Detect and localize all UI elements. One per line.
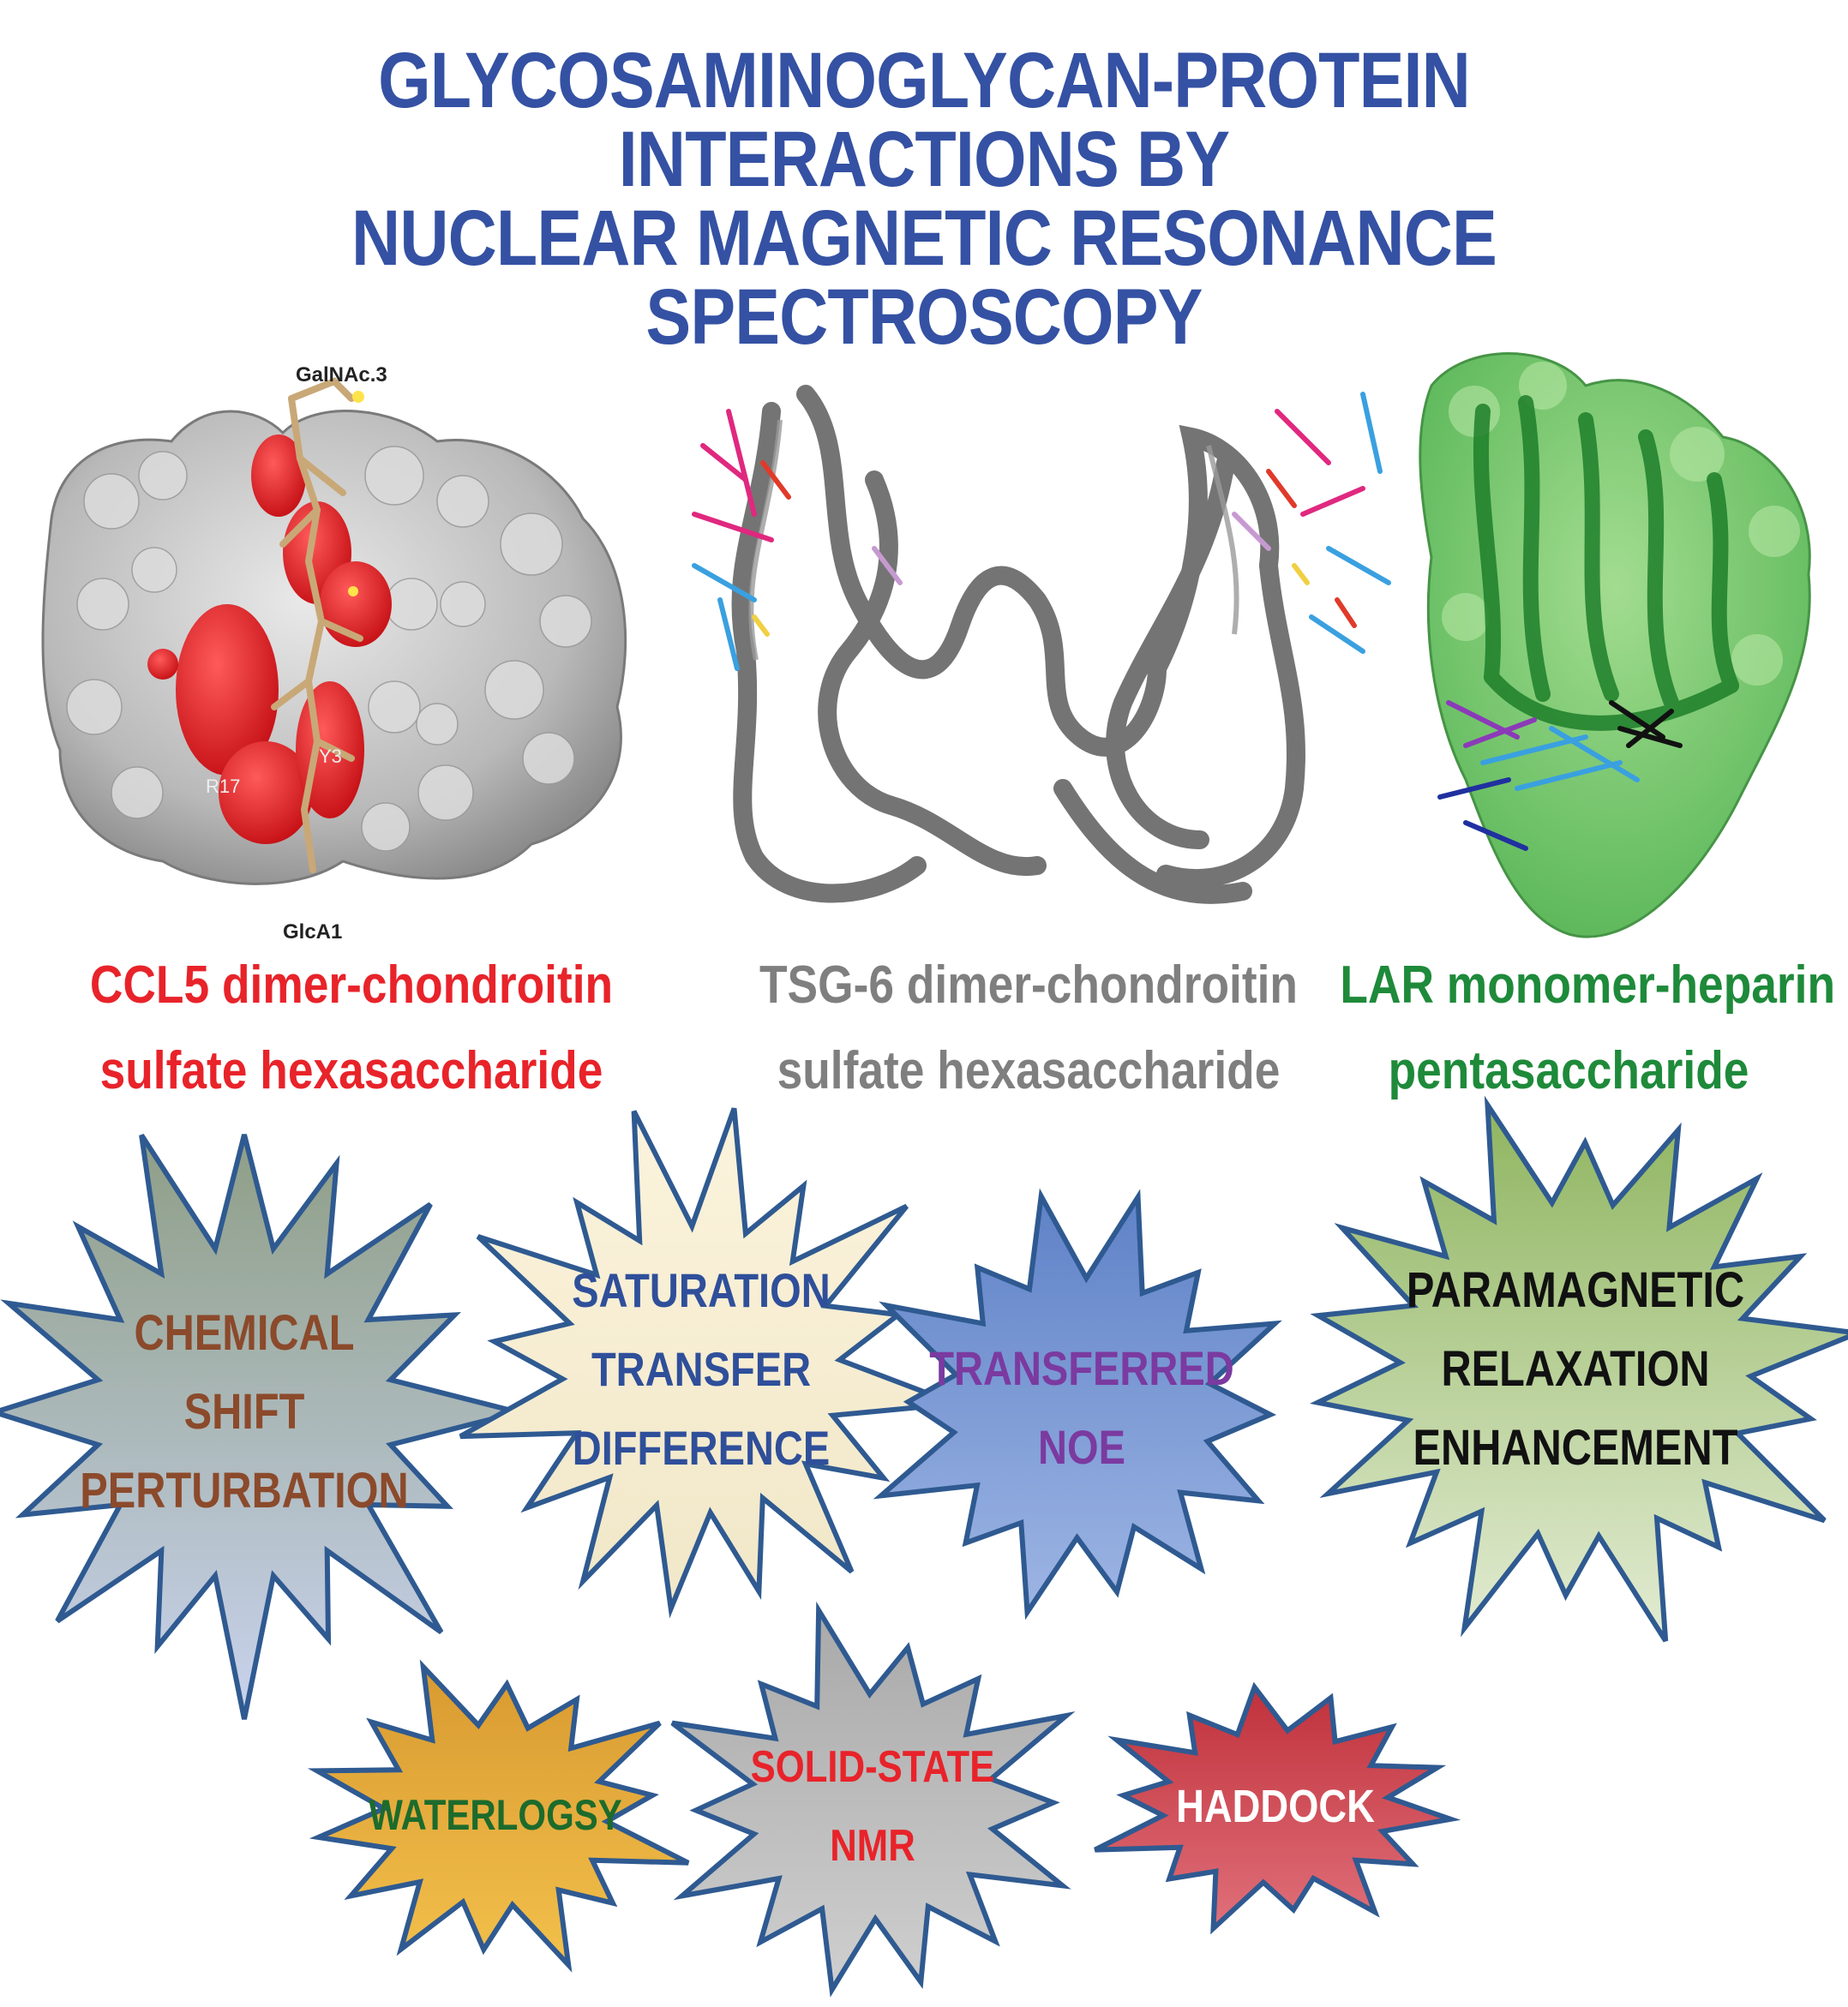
lar-structure-image [1419, 352, 1811, 938]
method-label-5: SOLID-STATE NMR [751, 1728, 995, 1885]
label-y3: Y3 [319, 746, 342, 767]
caption-tsg6: TSG-6 dimer-chondroitin sulfate hexasacc… [748, 943, 1309, 1114]
tsg6-structure-image [692, 385, 1391, 904]
starburst-5 [670, 1601, 1076, 1998]
method-label-0: CHEMICAL SHIFT PERTURBATION [80, 1294, 408, 1531]
method-label-2-line-1: NOE [1038, 1420, 1125, 1474]
method-label-3-line-0: PARAMAGNETIC [1406, 1262, 1745, 1318]
label-r17: R17 [206, 776, 240, 797]
method-label-3-line-1: RELAXATION [1441, 1341, 1710, 1397]
method-label-4: WATERLOGSY [369, 1776, 622, 1854]
starburst-3 [1310, 1095, 1848, 1643]
method-label-0-line-1: SHIFT [183, 1384, 305, 1440]
label-galnac: GalNAc.3 [296, 363, 387, 386]
method-label-1-line-0: SATURATION [572, 1263, 831, 1317]
caption-ccl5: CCL5 dimer-chondroitin sulfate hexasacch… [71, 943, 632, 1114]
starburst-0 [0, 1133, 519, 1720]
label-glca: GlcA1 [283, 920, 342, 944]
caption-lar: LAR monomer-heparin pentasaccharide [1340, 943, 1836, 1114]
caption-lar-line1: LAR monomer-heparin [1340, 956, 1836, 1015]
title-line-2: NUCLEAR MAGNETIC RESONANCE SPECTROSCOPY [351, 195, 1497, 361]
method-label-2-line-0: TRANSFERRED [929, 1341, 1234, 1395]
caption-ccl5-line1: CCL5 dimer-chondroitin [89, 956, 614, 1015]
method-label-5-line-1: NMR [830, 1821, 915, 1871]
method-label-1-line-2: DIFFERENCE [572, 1421, 831, 1475]
method-label-4-line-0: WATERLOGSY [369, 1791, 622, 1839]
ccl5-structure-image: GalNAc.3 GlcA1 R17 Y3 [41, 363, 627, 944]
starburst-2 [873, 1188, 1282, 1621]
method-label-3-line-2: ENHANCEMENT [1413, 1420, 1738, 1476]
caption-ccl5-line2: sulfate hexasaccharide [99, 1041, 603, 1100]
method-label-0-line-2: PERTURBATION [80, 1463, 409, 1519]
method-label-3: PARAMAGNETIC RELAXATION ENHANCEMENT [1407, 1251, 1744, 1488]
title-line-1: GLYCOSAMINOGLYCAN-PROTEIN INTERACTIONS B… [378, 37, 1471, 203]
caption-tsg6-line2: sulfate hexasaccharide [777, 1041, 1281, 1100]
starburst-1 [459, 1107, 957, 1619]
method-label-1: SATURATION TRANSFER DIFFERENCE [572, 1251, 830, 1488]
method-label-1-line-1: TRANSFER [591, 1342, 812, 1396]
starburst-4 [307, 1659, 690, 1973]
method-label-2: TRANSFERRED NOE [929, 1329, 1233, 1487]
starburst-6 [1094, 1681, 1461, 1935]
method-label-6: HADDOCK [1176, 1767, 1375, 1846]
method-label-0-line-0: CHEMICAL [134, 1305, 355, 1361]
method-label-6-line-0: HADDOCK [1176, 1781, 1375, 1832]
caption-lar-line2: pentasaccharide [1388, 1041, 1749, 1100]
caption-tsg6-line1: TSG-6 dimer-chondroitin [759, 956, 1298, 1015]
method-label-5-line-0: SOLID-STATE [750, 1742, 995, 1792]
